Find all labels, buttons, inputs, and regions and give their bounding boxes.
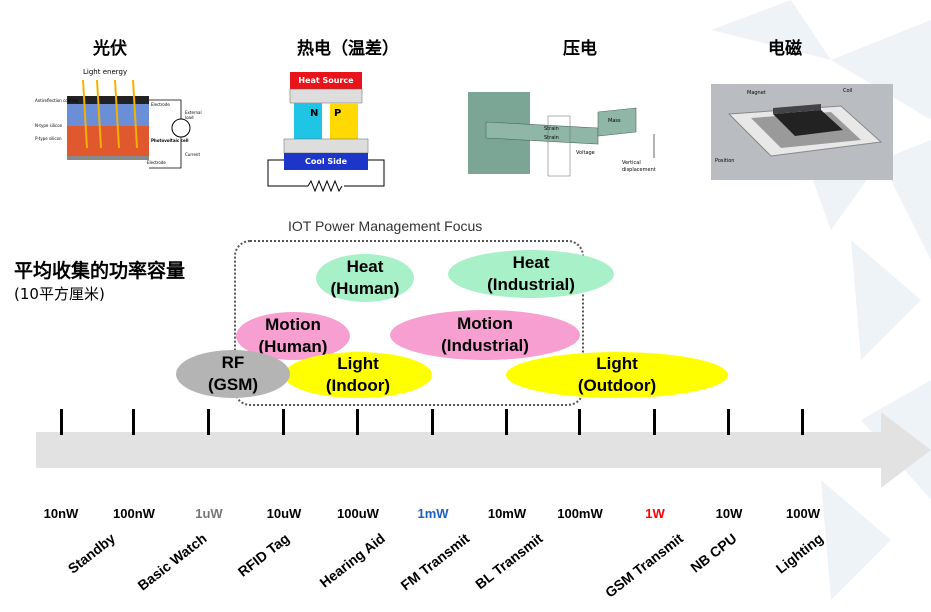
label-standby: Standby	[64, 530, 118, 577]
value-1w: 1W	[645, 506, 665, 521]
value-100w: 100W	[786, 506, 820, 521]
vertical-label: Vertical	[622, 160, 641, 166]
strain-label-2: Strain	[544, 135, 559, 141]
label-rfid-tag: RFID Tag	[234, 530, 292, 580]
value-100uw: 100uW	[337, 506, 379, 521]
iot-focus-label: IOT Power Management Focus	[288, 218, 483, 234]
current-label: Current	[185, 152, 201, 157]
electromagnetic-diagram: Magnet Coil Position	[711, 84, 893, 180]
ellipse-heat-human: Heat (Human)	[316, 254, 414, 302]
photovoltaic-diagram: Light energy Antireflection coating N-ty…	[35, 68, 205, 178]
piezoelectric-diagram: Strain Strain Mass Voltage Vertical disp…	[468, 88, 668, 180]
value-100mw: 100mW	[557, 506, 603, 521]
iot-focus-box	[234, 240, 584, 406]
tick-100uw	[356, 409, 359, 435]
average-power-title: 平均收集的功率容量	[14, 260, 186, 282]
tick-10nw	[60, 409, 63, 435]
ellipse-light-indoor: Light (Indoor)	[284, 352, 432, 398]
electrode-top-label: Electrode	[151, 102, 170, 107]
tick-1uw	[207, 409, 210, 435]
value-100nw: 100nW	[113, 506, 155, 521]
strain-label-1: Strain	[544, 126, 559, 132]
coil-label: Coil	[843, 88, 853, 94]
header-piezoelectric: 压电	[563, 39, 597, 59]
header-photovoltaic: 光伏	[93, 39, 127, 59]
value-1mw: 1mW	[417, 506, 449, 521]
tick-100mw	[578, 409, 581, 435]
mass-label: Mass	[608, 118, 621, 124]
magnet-label: Magnet	[747, 90, 766, 96]
light-energy-label: Light energy	[83, 68, 128, 76]
ellipse-light-outdoor: Light (Outdoor)	[506, 352, 728, 398]
label-fm-transmit: FM Transmit	[397, 530, 472, 594]
value-10uw: 10uW	[266, 506, 302, 521]
value-10nw: 10nW	[43, 506, 79, 521]
tick-10w	[727, 409, 730, 435]
header-thermoelectric: 热电（温差）	[297, 39, 399, 59]
voltage-label: Voltage	[576, 150, 595, 156]
label-basic-watch: Basic Watch	[134, 530, 210, 594]
n-type-label: N-type silicon	[35, 123, 63, 128]
n-label: N	[310, 108, 319, 119]
value-10w: 10W	[715, 506, 743, 521]
external-load-label: External load	[185, 110, 202, 120]
pv-cell-label: Photovoltaic cell	[151, 138, 189, 143]
label-hearing-aid: Hearing Aid	[316, 530, 388, 591]
ellipse-heat-industrial: Heat (Industrial)	[448, 250, 614, 298]
p-label: P	[334, 108, 342, 119]
tick-10uw	[282, 409, 285, 435]
label-bl-transmit: BL Transmit	[472, 530, 546, 593]
tick-100w	[801, 409, 804, 435]
displacement-label: displacement	[622, 167, 656, 173]
thermoelectric-diagram: Heat Source Cool Side N P	[262, 68, 390, 200]
ellipse-motion-industrial: Motion (Industrial)	[390, 310, 580, 360]
heat-source-label: Heat Source	[298, 76, 354, 85]
tick-1w	[653, 409, 656, 435]
ellipse-rf-gsm: RF (GSM)	[176, 350, 290, 398]
header-electromagnetic: 电磁	[768, 39, 802, 59]
position-label: Position	[715, 158, 735, 164]
value-1uw: 1uW	[195, 506, 223, 521]
value-10mw: 10mW	[487, 506, 527, 521]
p-type-label: P-type silicon	[35, 136, 62, 141]
antireflection-label: Antireflection coating	[35, 98, 78, 103]
power-axis-arrow	[36, 412, 931, 488]
tick-1mw	[431, 409, 434, 435]
tick-10mw	[505, 409, 508, 435]
electrode-bottom-label: Electrode	[147, 160, 166, 165]
cool-side-label: Cool Side	[304, 157, 348, 166]
tick-100nw	[132, 409, 135, 435]
area-subtitle: (10平方厘米)	[14, 285, 105, 303]
